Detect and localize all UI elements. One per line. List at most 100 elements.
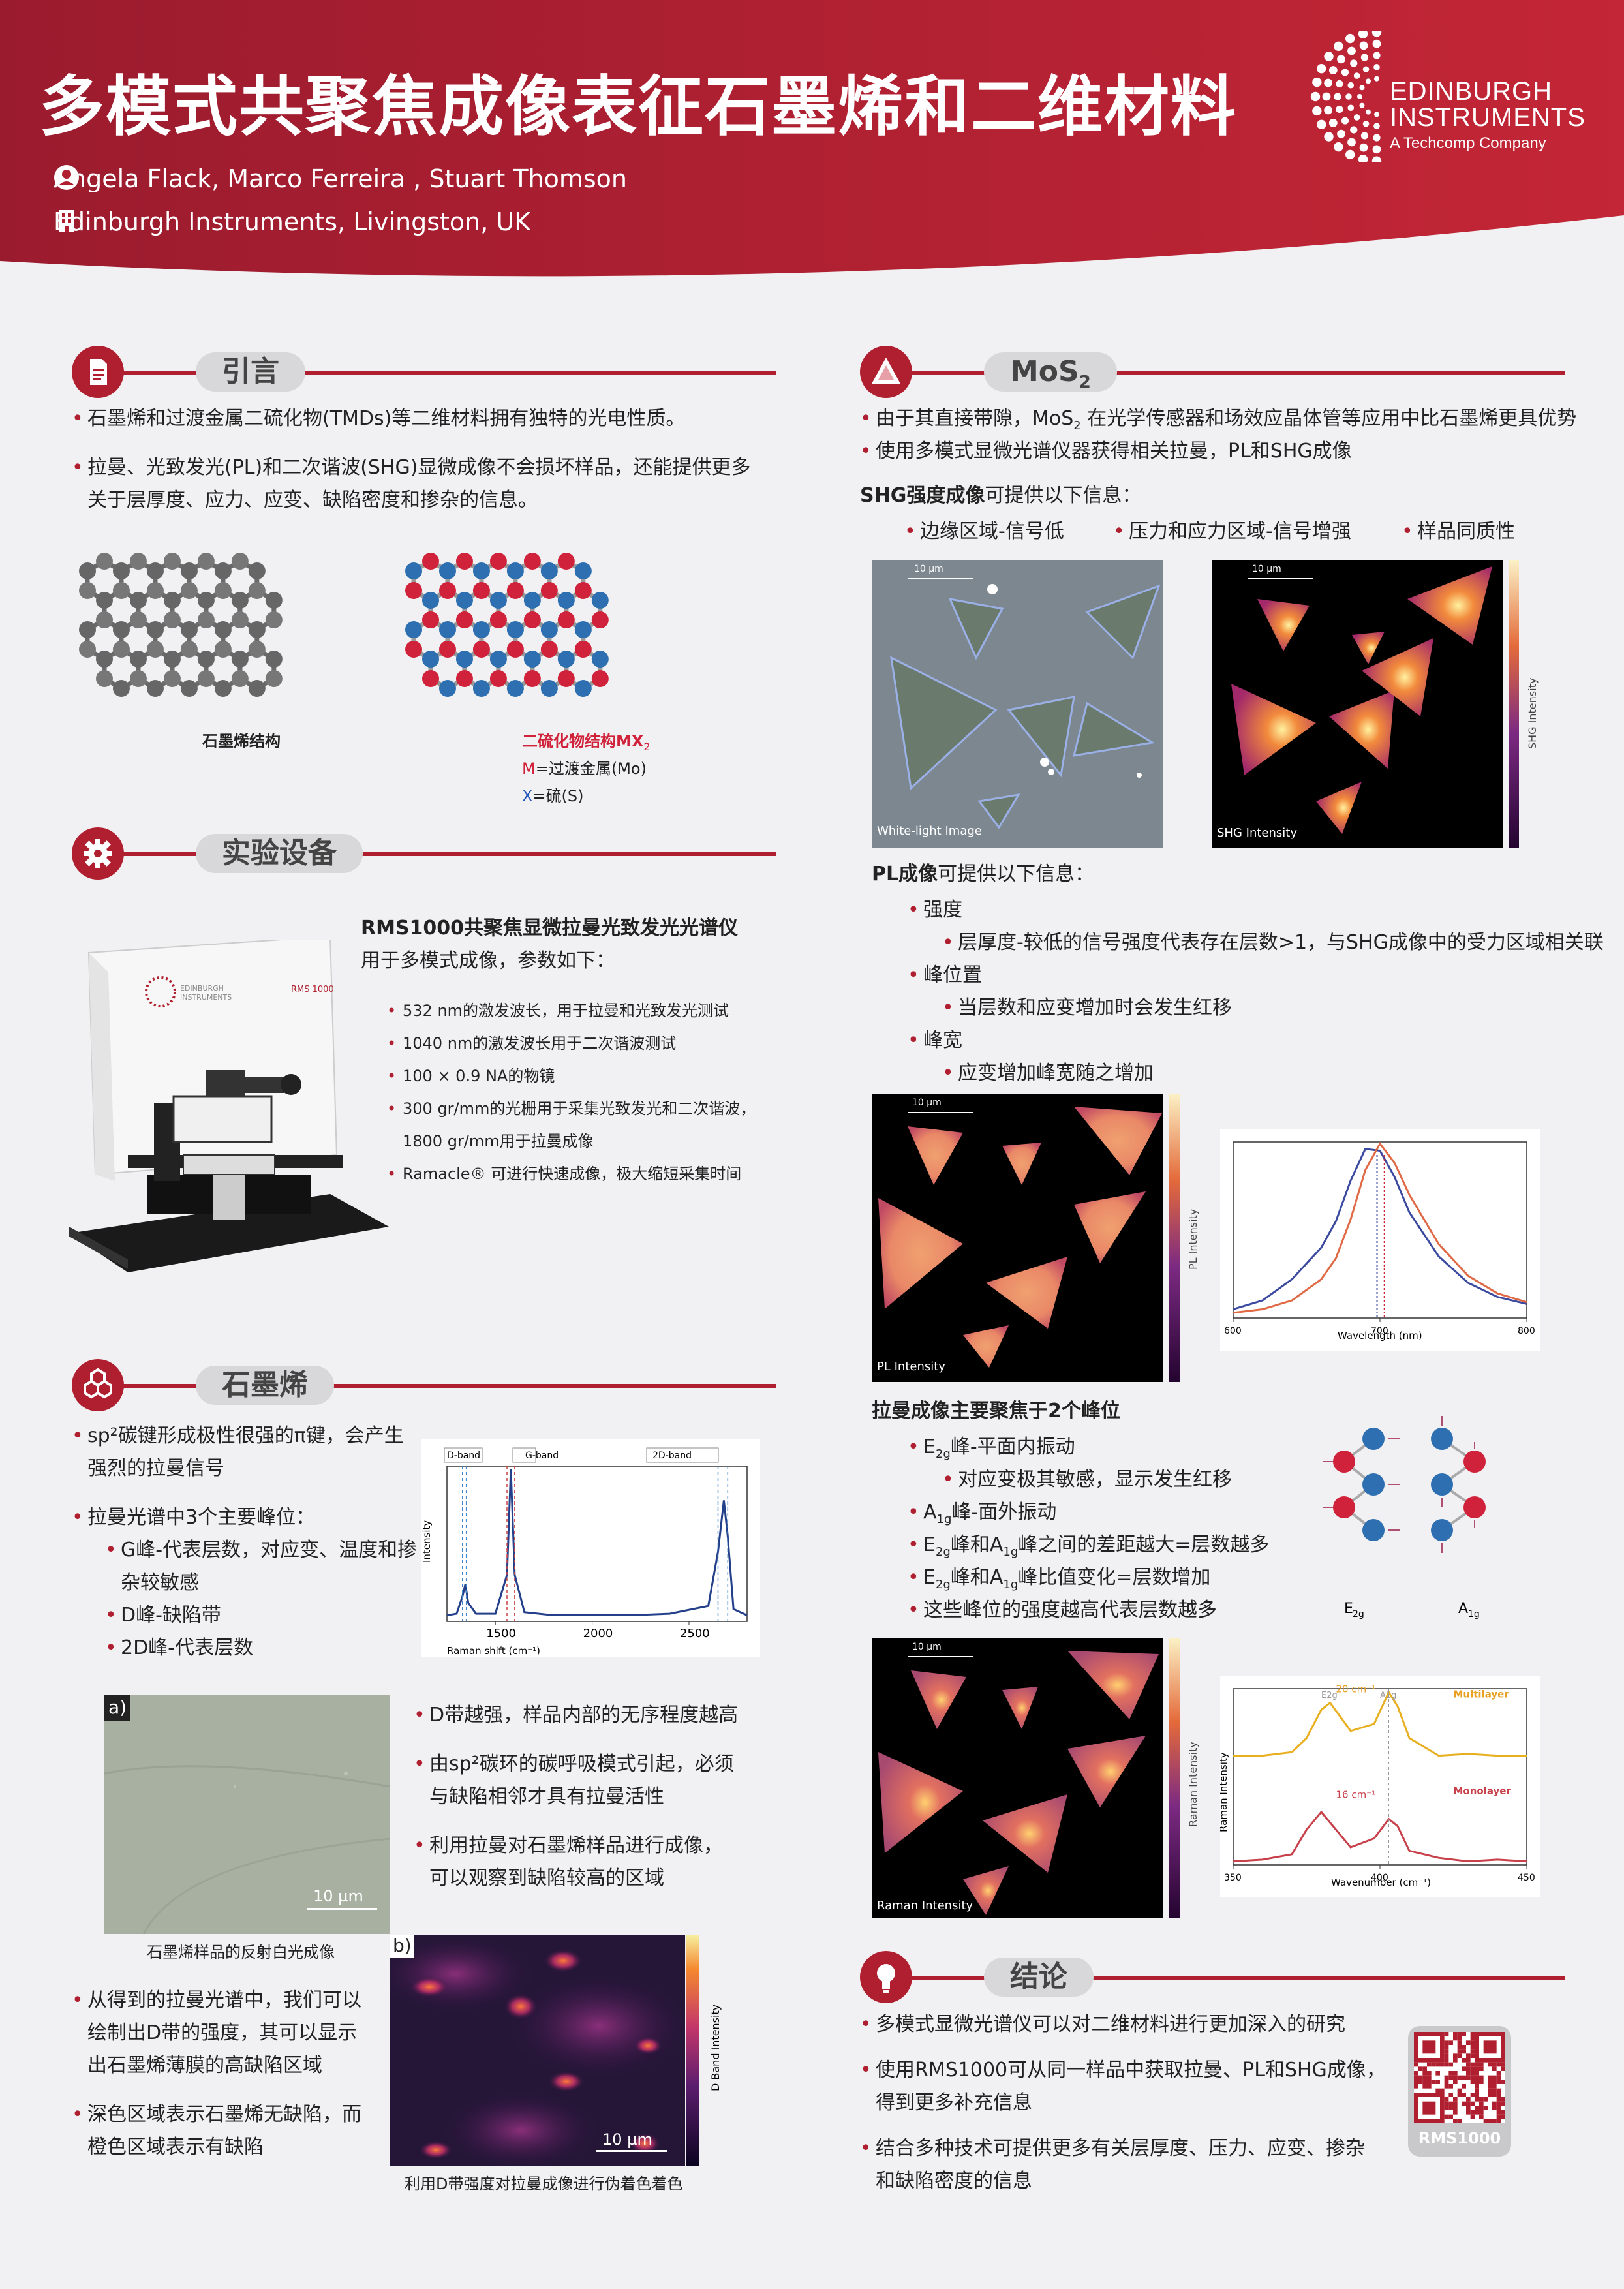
qr-module	[1448, 2114, 1453, 2119]
mos2-raman-plot	[872, 1638, 1163, 1918]
logo-dot	[1357, 94, 1362, 99]
qr-module	[1492, 2075, 1497, 2080]
qr-module	[1496, 2093, 1501, 2097]
mx2-caption-text: 二硫化物结构MX	[522, 732, 644, 750]
lattice-atom	[96, 553, 113, 570]
qr-module	[1479, 2101, 1484, 2106]
series-line	[1233, 1810, 1527, 1863]
lattice-atom	[472, 641, 490, 658]
x-tick-label: 800	[1518, 1326, 1535, 1336]
logo-dot	[1324, 132, 1334, 142]
lattice-atom	[472, 621, 490, 638]
mos2-raman-ylabel: Raman Intensity	[1220, 1752, 1229, 1832]
lattice-atom	[422, 592, 439, 609]
qr-module	[1501, 2062, 1505, 2067]
logo-dot	[1334, 41, 1343, 52]
ratio-mid: 峰和A	[950, 1566, 1004, 1589]
equipment-section-header: 实验设备	[72, 827, 776, 880]
lattice-atom	[540, 562, 558, 579]
logo-dot	[1373, 123, 1380, 129]
graphene-dband-map: b) 10 µm	[390, 1935, 685, 2166]
mos2-b1-sub: 2	[1073, 419, 1081, 433]
qr-module	[1435, 2080, 1440, 2084]
lattice-atom	[197, 553, 215, 570]
graphene-right-3: 利用拉曼对石墨烯样品进行成像，	[414, 1830, 723, 1862]
lattice-atom	[180, 562, 198, 579]
mos2-b1-part2: 在光学传感器和场效应晶体管等应用中比石墨烯更具优势	[1080, 407, 1577, 430]
e2g-letter: E	[923, 1436, 936, 1458]
series-line	[1233, 1148, 1527, 1310]
authors-line: Angela Flack, Marco Ferreira , Stuart Th…	[54, 164, 627, 193]
graphene-bullet-2: 拉曼光谱中3个主要峰位：	[72, 1501, 315, 1534]
intro-title: 引言	[196, 352, 305, 392]
lattice-atom	[248, 680, 266, 697]
e2g-sub-item: 对应变极其敏感，显示发生红移	[942, 1464, 1232, 1496]
graphene-bullet-1-cont: 强烈的拉曼信号	[87, 1457, 224, 1480]
logo-dot	[1345, 33, 1355, 44]
qr-module	[1475, 2097, 1479, 2102]
g-peak: G峰-代表层数，对应变、温度和掺	[105, 1534, 417, 1567]
scale-bar-b: 10 µm	[602, 2130, 652, 2149]
qr-module	[1440, 2088, 1445, 2093]
document-icon	[72, 346, 124, 398]
qr-code-icon[interactable]	[1414, 2032, 1505, 2123]
series-line	[1233, 1141, 1527, 1314]
logo-dot	[1334, 93, 1341, 100]
pl-item-1: 强度	[908, 894, 962, 927]
panel-a-tag	[104, 1695, 130, 1721]
ratio-e-letter: E	[923, 1566, 936, 1589]
qr-module	[1462, 2101, 1466, 2106]
qr-module	[1444, 2106, 1449, 2110]
a1g-sub: 1g	[936, 1513, 952, 1526]
mos2-whitelight-image: 10 µm White-light Image	[872, 560, 1163, 848]
panel-b-label: b)	[393, 1935, 412, 1956]
qr-module	[1475, 2075, 1479, 2080]
qr-module	[1470, 2049, 1475, 2054]
ratio-a-sub: 1g	[1003, 1578, 1019, 1591]
qr-module	[1496, 2080, 1501, 2084]
lattice-atom	[129, 592, 147, 609]
lattice-atom	[79, 621, 97, 638]
qr-module	[1444, 2075, 1449, 2080]
lattice-atom	[422, 611, 439, 628]
graphene-raman-chart: D-band G-band 2D-band Raman shift (cm⁻¹)…	[421, 1439, 760, 1657]
qr-module	[1470, 2075, 1475, 2080]
monolayer-gap: 16 cm⁻¹	[1336, 1789, 1376, 1800]
lattice-atom	[540, 641, 558, 658]
qr-module	[1453, 2106, 1458, 2110]
vib-e2g-sub: 2g	[1353, 1609, 1364, 1620]
qr-module	[1431, 2062, 1436, 2067]
qr-module	[1444, 2032, 1449, 2036]
x-tick-label: 700	[1371, 1326, 1388, 1336]
qr-module	[1453, 2101, 1458, 2106]
lattice-atom	[506, 680, 524, 697]
x-text: =硫(S)	[532, 787, 584, 805]
qr-module	[1501, 2101, 1505, 2106]
qr-card[interactable]: RMS1000	[1408, 2026, 1511, 2157]
logo-dot	[1341, 117, 1349, 125]
qr-module	[1492, 2066, 1497, 2071]
qr-module	[1488, 2119, 1492, 2123]
lattice-atom	[438, 621, 456, 638]
person-icon	[54, 165, 79, 190]
x-tick-label: 2500	[680, 1627, 710, 1640]
qr-module	[1444, 2058, 1449, 2063]
logo-subtitle: A Techcomp Company	[1390, 134, 1546, 152]
lattice-atom	[112, 680, 130, 697]
shg-heading-bold: SHG强度成像	[860, 484, 985, 507]
conclusion-2-cont: 得到更多补充信息	[876, 2091, 1032, 2114]
qr-module	[1496, 2088, 1501, 2093]
graphene-left-2: 深色区域表示石墨烯无缺陷，而	[72, 2098, 361, 2131]
lattice-atom	[489, 670, 507, 687]
logo-dot	[1324, 106, 1333, 115]
qr-module	[1462, 2032, 1466, 2036]
qr-module	[1488, 2080, 1492, 2084]
qr-module	[1444, 2097, 1449, 2102]
lattice-atom	[574, 562, 592, 579]
qr-module	[1457, 2053, 1462, 2058]
lattice-atom	[574, 621, 592, 638]
graphene-left-2-cont: 橙色区域表示有缺陷	[87, 2136, 264, 2158]
logo-dot	[1373, 134, 1381, 142]
qr-module	[1462, 2075, 1466, 2080]
